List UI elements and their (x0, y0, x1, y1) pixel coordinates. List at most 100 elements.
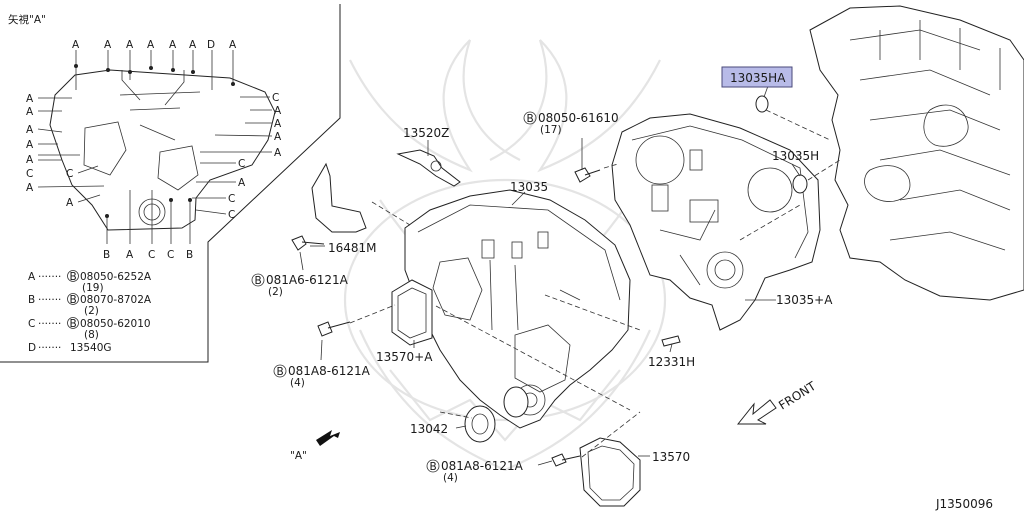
legend-dots: ······· (38, 271, 61, 283)
legend-dots: ······· (38, 318, 61, 330)
callout-13570[interactable]: 13570 (652, 450, 690, 464)
inset-left-leaders (37, 97, 105, 203)
inset-marker: A (26, 106, 34, 118)
inset-marker: B (103, 249, 110, 261)
front-arrow-icon (736, 399, 777, 425)
legend-part-number: 08050-6252A (80, 271, 152, 283)
callout-081a8-lower-qty: (4) (443, 472, 458, 484)
inset-marker: A (238, 177, 246, 189)
bracket-16481m (311, 162, 367, 233)
legend-key: B (28, 294, 35, 306)
bolt-circle-icon (251, 273, 265, 287)
legend-dots: ······· (38, 342, 61, 354)
callout-08050-61610[interactable]: 08050-61610 (538, 111, 619, 125)
callout-13042[interactable]: 13042 (410, 422, 448, 436)
legend-part-number: 13540G (70, 342, 112, 354)
view-a-label: "A" (290, 450, 307, 462)
callout-leaders (299, 85, 801, 466)
callout-081a6-6121a[interactable]: 081A6-6121A (266, 273, 349, 287)
inset-marker: C (26, 168, 33, 180)
highlighted-part-box[interactable] (721, 66, 793, 88)
bolt-circle-icon (67, 317, 79, 329)
inset-marker: A (66, 197, 74, 209)
callout-13035ha[interactable]: 13035HA (730, 71, 786, 85)
inset-right-leaders (192, 96, 273, 215)
o-ring-13035ha (755, 95, 769, 113)
legend-qty: (2) (84, 305, 99, 317)
oil-seal (464, 386, 529, 443)
engine-block (809, 5, 1024, 301)
inset-marker: B (186, 249, 193, 261)
legend-part-number: 08070-8702A (80, 294, 152, 306)
inset-marker: A (26, 154, 34, 166)
inset-title: 矢視"A" (8, 13, 46, 26)
legend-key: C (28, 318, 35, 330)
callout-13035h[interactable]: 13035H (772, 149, 819, 163)
inset-marker: C (238, 158, 245, 170)
callout-16481m[interactable]: 16481M (328, 241, 377, 255)
callout-081a8-6121a-lower[interactable]: 081A8-6121A (441, 459, 524, 473)
inset-marker: A (104, 39, 112, 51)
legend-qty: (19) (82, 282, 104, 294)
bolt-circle-letter: B (430, 461, 437, 473)
inset-marker: A (126, 249, 134, 261)
rear-timing-case (611, 113, 821, 331)
inset-marker: A (147, 39, 155, 51)
inset-top-markers: A A A A A A D A (72, 39, 237, 51)
inset-marker: A (126, 39, 134, 51)
inset-marker: C (66, 168, 73, 180)
inset-marker: A (229, 39, 237, 51)
inset-marker: C (272, 92, 279, 104)
inset-marker: A (26, 93, 34, 105)
callout-13035a[interactable]: 13035+A (776, 293, 833, 307)
cover-13570a (391, 279, 433, 346)
inset-marker: A (26, 124, 34, 136)
inset-top-leaders (74, 50, 235, 106)
o-ring-13035h (792, 174, 808, 194)
legend-qty: (8) (84, 329, 99, 341)
inset-left-markers: A A A A A A C A C (26, 93, 74, 209)
alignment-lines (349, 109, 841, 458)
inset-cover-outline (49, 69, 276, 231)
inset-panel-frame (0, 4, 341, 363)
legend-row-c: C ······· B 08050-62010 (8) (28, 317, 151, 341)
inset-marker: A (274, 131, 282, 143)
bolt-circle-icon (426, 459, 440, 473)
legend-row-b: B ······· B 08070-8702A (2) (28, 293, 152, 317)
bolt-circle-letter: B (277, 366, 284, 378)
callout-08050-qty: (17) (540, 124, 562, 136)
inset-legend: A ······· B 08050-6252A (19) B ······· B… (28, 270, 152, 354)
legend-key: A (28, 271, 36, 283)
callout-13520z[interactable]: 13520Z (403, 126, 449, 140)
inset-marker: A (26, 139, 34, 151)
callout-081a6-qty: (2) (268, 286, 283, 298)
legend-part-number: 08050-62010 (80, 318, 151, 330)
callout-13035[interactable]: 13035 (510, 180, 548, 194)
inset-right-markers: C A A A C A C C (228, 92, 282, 221)
bolt-circle-icon (67, 293, 79, 305)
inset-bottom-markers: B A C C B (103, 249, 193, 261)
inset-marker: A (274, 105, 282, 117)
inset-marker: C (228, 209, 235, 221)
inset-marker: A (169, 39, 177, 51)
bolt-circle-icon (523, 111, 537, 125)
legend-row-d: D ······· 13540G (28, 342, 112, 354)
inset-marker: A (189, 39, 197, 51)
callout-081a8-upper-qty: (4) (290, 377, 305, 389)
callout-12331h[interactable]: 12331H (648, 355, 695, 369)
callout-13570a[interactable]: 13570+A (376, 350, 433, 364)
inset-marker: A (274, 147, 282, 159)
inset-marker: A (72, 39, 80, 51)
sensor-13520z (396, 149, 461, 187)
legend-row-a: A ······· B 08050-6252A (19) (28, 270, 152, 294)
front-label: FRONT (776, 379, 819, 413)
bolt-circle-letter: B (527, 113, 534, 125)
inset-marker: C (167, 249, 174, 261)
legend-dots: ······· (38, 294, 61, 306)
diagram-id: J1350096 (935, 497, 993, 511)
inset-marker: A (26, 182, 34, 194)
callout-081a8-6121a-upper[interactable]: 081A8-6121A (288, 364, 371, 378)
inset-marker: C (228, 193, 235, 205)
legend-circle-letter: B (70, 294, 77, 306)
